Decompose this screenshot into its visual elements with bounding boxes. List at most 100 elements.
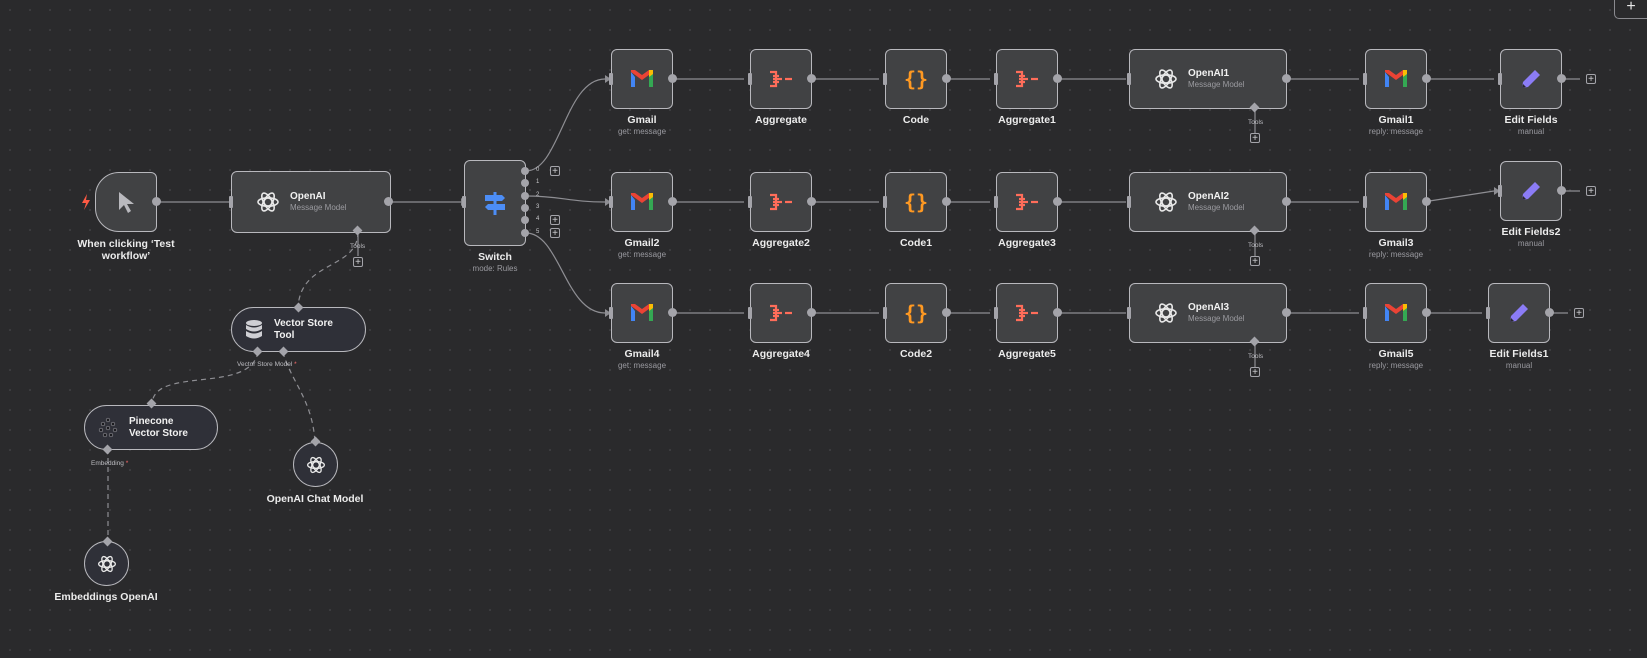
output-port[interactable] bbox=[1282, 74, 1291, 83]
aggregate-node[interactable] bbox=[750, 172, 812, 232]
tools-label: Tools bbox=[1248, 242, 1264, 249]
aggregate-b-node[interactable] bbox=[996, 172, 1058, 232]
output-port[interactable] bbox=[807, 308, 816, 317]
output-port[interactable] bbox=[1282, 197, 1291, 206]
add-tool-button[interactable]: + bbox=[1250, 256, 1260, 267]
switch-add-output-button[interactable]: + bbox=[550, 166, 560, 177]
input-port[interactable] bbox=[883, 307, 887, 319]
gmail-node[interactable] bbox=[611, 172, 673, 232]
aggregate-icon bbox=[770, 193, 792, 211]
input-port[interactable] bbox=[883, 73, 887, 85]
edit-node[interactable] bbox=[1500, 161, 1562, 221]
output-port[interactable] bbox=[1545, 308, 1554, 317]
add-tool-button[interactable]: + bbox=[1250, 133, 1260, 144]
aggregate-icon bbox=[1016, 304, 1038, 322]
input-port[interactable] bbox=[748, 73, 752, 85]
pinecone-node[interactable]: Pinecone Vector Store bbox=[84, 405, 218, 450]
output-port[interactable] bbox=[942, 197, 951, 206]
input-port[interactable] bbox=[609, 73, 613, 85]
database-icon bbox=[246, 319, 262, 338]
add-next-node-button[interactable]: + bbox=[1586, 186, 1596, 197]
switch-add-output-button[interactable]: + bbox=[550, 228, 560, 239]
code-node[interactable]: {} bbox=[885, 49, 947, 109]
input-port[interactable] bbox=[1127, 73, 1131, 85]
edit-node[interactable] bbox=[1488, 283, 1550, 343]
add-next-node-button[interactable]: + bbox=[1574, 308, 1584, 319]
pencil-icon bbox=[1522, 182, 1540, 200]
output-port[interactable] bbox=[1557, 74, 1566, 83]
input-port[interactable] bbox=[1363, 307, 1367, 319]
output-port[interactable] bbox=[1053, 197, 1062, 206]
output-port[interactable] bbox=[807, 74, 816, 83]
input-port[interactable] bbox=[994, 307, 998, 319]
output-port[interactable] bbox=[1053, 308, 1062, 317]
openai-add-tool-button[interactable]: + bbox=[353, 257, 363, 268]
embeddings-node[interactable] bbox=[84, 541, 129, 586]
aggregate-b-node[interactable] bbox=[996, 49, 1058, 109]
input-port[interactable] bbox=[609, 307, 613, 319]
switch-node[interactable] bbox=[464, 160, 526, 246]
output-port[interactable] bbox=[942, 308, 951, 317]
output-port[interactable] bbox=[668, 308, 677, 317]
gmail-node[interactable] bbox=[611, 49, 673, 109]
input-port[interactable] bbox=[1127, 307, 1131, 319]
output-port[interactable] bbox=[668, 197, 677, 206]
input-port[interactable] bbox=[994, 73, 998, 85]
trigger-output-port[interactable] bbox=[152, 197, 161, 206]
aggregate-b-node[interactable] bbox=[996, 283, 1058, 343]
input-port[interactable] bbox=[883, 196, 887, 208]
gmail-reply-node[interactable] bbox=[1365, 172, 1427, 232]
aggregate-node[interactable] bbox=[750, 49, 812, 109]
output-port[interactable] bbox=[1422, 74, 1431, 83]
aggregate-node[interactable] bbox=[750, 283, 812, 343]
gmail-node[interactable] bbox=[611, 283, 673, 343]
input-port[interactable] bbox=[748, 196, 752, 208]
switch-output-port-0[interactable] bbox=[521, 167, 529, 175]
input-port[interactable] bbox=[1127, 196, 1131, 208]
input-port[interactable] bbox=[748, 307, 752, 319]
output-port[interactable] bbox=[942, 74, 951, 83]
output-port[interactable] bbox=[807, 197, 816, 206]
input-port[interactable] bbox=[1486, 307, 1490, 319]
gmail-reply-node[interactable] bbox=[1365, 283, 1427, 343]
switch-output-port-1[interactable] bbox=[521, 179, 529, 187]
input-port[interactable] bbox=[609, 196, 613, 208]
add-tool-button[interactable]: + bbox=[1250, 367, 1260, 378]
switch-output-port-4[interactable] bbox=[521, 216, 529, 224]
openai-output-port[interactable] bbox=[384, 197, 393, 206]
trigger-node[interactable] bbox=[95, 172, 157, 232]
input-port[interactable] bbox=[1498, 185, 1502, 197]
input-port[interactable] bbox=[994, 196, 998, 208]
switch-output-port-5[interactable] bbox=[521, 229, 529, 237]
switch-add-output-button[interactable]: + bbox=[550, 215, 560, 226]
switch-output-port-2[interactable] bbox=[521, 192, 529, 200]
input-port[interactable] bbox=[1363, 73, 1367, 85]
output-port[interactable] bbox=[1422, 197, 1431, 206]
output-port[interactable] bbox=[1282, 308, 1291, 317]
edit-node[interactable] bbox=[1500, 49, 1562, 109]
output-port[interactable] bbox=[1422, 308, 1431, 317]
switch-input-port[interactable] bbox=[462, 196, 466, 208]
output-port[interactable] bbox=[1557, 186, 1566, 195]
code-node[interactable]: {} bbox=[885, 172, 947, 232]
input-port[interactable] bbox=[1498, 73, 1502, 85]
openai-chat-model-node[interactable] bbox=[293, 442, 338, 487]
output-port[interactable] bbox=[1053, 74, 1062, 83]
gmail-reply-node[interactable] bbox=[1365, 49, 1427, 109]
output-port[interactable] bbox=[668, 74, 677, 83]
input-port[interactable] bbox=[1363, 196, 1367, 208]
add-node-button[interactable]: + bbox=[1614, 0, 1647, 19]
code-node[interactable]: {} bbox=[885, 283, 947, 343]
switch-output-port-3[interactable] bbox=[521, 204, 529, 212]
add-next-node-button[interactable]: + bbox=[1586, 74, 1596, 85]
code-braces-icon: {} bbox=[904, 301, 928, 325]
openai-input-port[interactable] bbox=[229, 196, 233, 208]
openai-tools-label: Tools bbox=[350, 243, 366, 250]
vector-store-tool-node[interactable]: Vector Store Tool bbox=[231, 307, 366, 352]
